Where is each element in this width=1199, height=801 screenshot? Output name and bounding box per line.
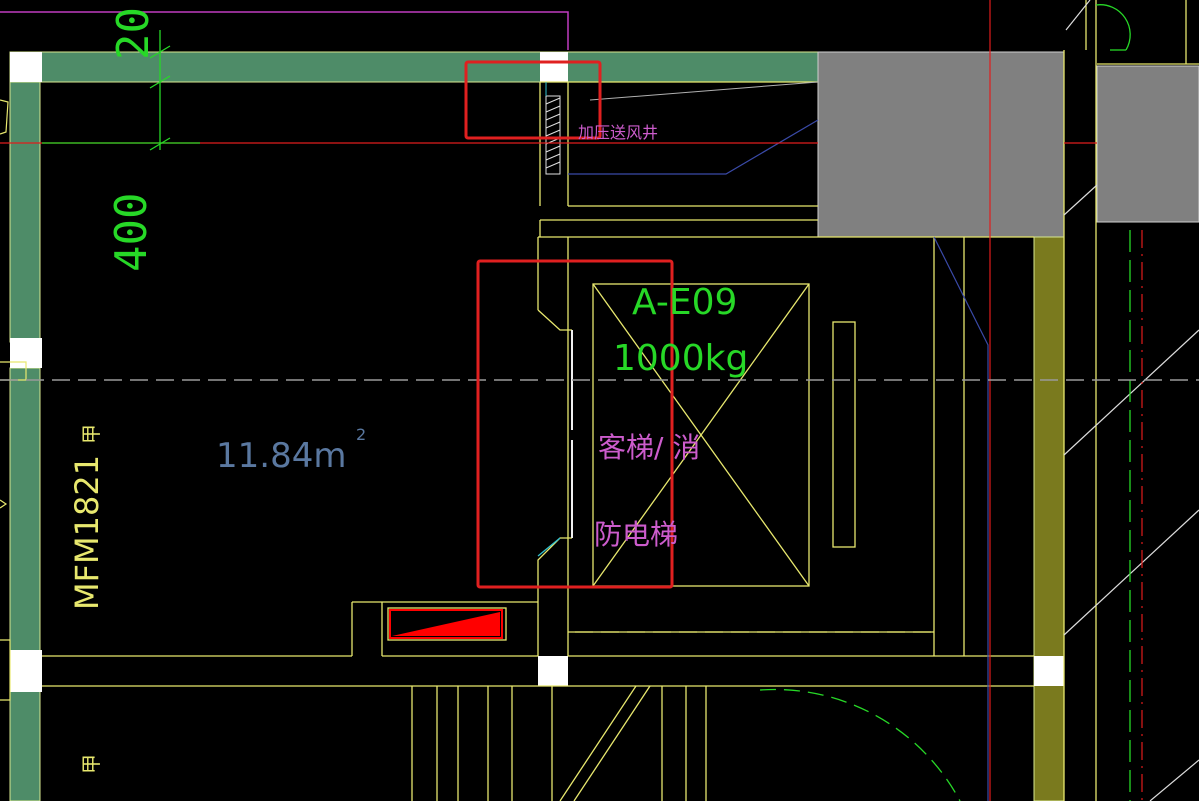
column bbox=[538, 656, 568, 686]
wall-left-lower bbox=[9, 367, 41, 801]
dimension-label-top: 20 bbox=[108, 7, 159, 60]
wall-top-left bbox=[9, 51, 561, 83]
dimension-label-left: 400 bbox=[106, 193, 157, 272]
green-dimension-lines bbox=[42, 4, 1131, 801]
grey-shaft-block bbox=[817, 51, 1065, 238]
door-swing-cyan bbox=[537, 537, 561, 557]
magenta-boundary-line bbox=[0, 11, 569, 50]
fire-cabinet-outline bbox=[387, 607, 507, 641]
door-class-label: 甲 bbox=[79, 424, 103, 444]
olive-wall bbox=[1033, 236, 1065, 801]
wall-top-right bbox=[559, 51, 819, 83]
elevator-type-label-2: 防电梯 bbox=[594, 518, 678, 551]
door-class-label-bottom: 甲 bbox=[79, 754, 103, 774]
yellow-linework bbox=[42, 0, 1199, 801]
room-area-superscript: 2 bbox=[356, 425, 366, 444]
door-code-label: MFM1821 bbox=[68, 455, 106, 610]
right-diagonal-lines bbox=[1063, 0, 1199, 801]
column bbox=[10, 650, 42, 692]
highlight-box-fan-shaft bbox=[464, 60, 602, 140]
vent-grille-hatch bbox=[545, 97, 561, 169]
column bbox=[1034, 656, 1064, 686]
grey-shaft-block-right bbox=[1096, 65, 1199, 223]
wall-left-upper bbox=[9, 81, 41, 343]
column bbox=[540, 52, 568, 82]
blue-line bbox=[568, 119, 819, 175]
fire-cabinet-red-fill bbox=[392, 612, 500, 636]
fan-shaft-label: 加压送风井 bbox=[578, 123, 658, 142]
elevator-type-label: 客梯/ 消 bbox=[598, 431, 700, 464]
highlight-box-elevator-door bbox=[476, 259, 674, 589]
blue-line-right bbox=[933, 236, 989, 801]
vent-grille bbox=[545, 95, 561, 175]
shaft-diagonal bbox=[589, 81, 819, 101]
elevator-capacity-label: 1000kg bbox=[613, 338, 748, 379]
room-area-label: 11.84m bbox=[216, 436, 346, 476]
elevator-id-label: A-E09 bbox=[632, 282, 737, 323]
fire-cabinet-box bbox=[389, 609, 503, 639]
column bbox=[10, 52, 42, 82]
